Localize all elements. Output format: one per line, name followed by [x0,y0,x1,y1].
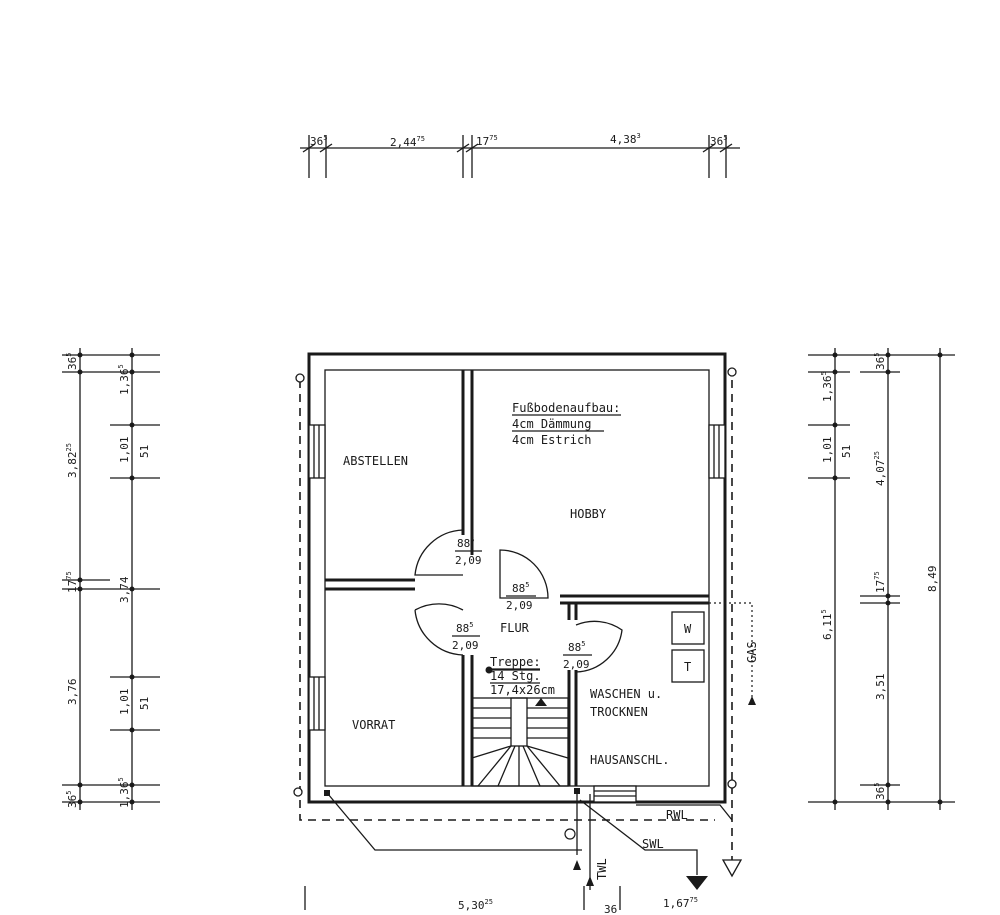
dim-left-inner-7: 1,365 [117,777,131,808]
dim-left-outer-2: 3,8225 [65,443,79,478]
stair-size: 17,4x26cm [490,683,555,697]
floor-note-title: Fußbodenaufbau: [512,401,620,415]
door-swings [414,529,623,673]
stair-title: Treppe: [490,655,541,669]
dim-top-2: 2,4475 [390,135,425,149]
svg-text:2,09: 2,09 [506,599,533,612]
right-dimension-chain: 1,365 1,01 51 6,115 365 4,0725 1775 3,51… [808,348,955,810]
dim-left-outer-1: 365 [65,353,79,370]
dim-bottom-2: 36 [604,903,617,915]
dim-right-inner-4: 6,115 [820,609,834,640]
dim-left-inner-6: 51 [138,697,151,710]
door-labels: 885 2,09 885 2,09 885 2,09 885 2,09 [452,536,592,671]
dim-right-outer-4: 3,51 [874,674,887,701]
door-label-hobby: 885 2,09 [506,581,536,612]
twl-label: TWL [595,858,609,880]
dim-top-5: 365 [710,134,727,148]
dim-top-1: 365 [310,134,327,148]
dim-right-outer-6: 8,49 [926,566,939,593]
floor-buildup-note: Fußbodenaufbau: 4cm Dämmung 4cm Estrich [512,401,621,447]
dim-left-inner-2: 1,01 [118,437,131,464]
dim-left-inner-5: 1,01 [118,689,131,716]
dim-left-outer-4: 3,76 [66,679,79,706]
utility-lines: GAS RWL SWL TWL [324,602,759,890]
dim-right-outer-5: 365 [873,783,887,800]
svg-text:885: 885 [512,581,529,595]
left-dimension-chain: 365 3,8225 1775 3,76 365 1,365 1,01 51 3… [62,348,160,810]
dryer-box [671,649,705,683]
dim-bottom-3: 1,6775 [663,896,698,910]
stair-note: Treppe: 14 Stg. 17,4x26cm [490,655,555,697]
room-label-trocknen: TROCKNEN [590,705,648,719]
svg-text:885: 885 [456,621,473,635]
washer-label: W [684,622,692,636]
staircase [471,666,569,787]
bottom-dimension-chain: 5,3025 36 1,6775 [304,886,698,915]
dim-top-4: 4,383 [610,132,641,146]
svg-text:2,09: 2,09 [452,639,479,652]
door-label-waschen: 885 2,09 [563,640,592,671]
gas-label: GAS [745,641,759,663]
dim-left-inner-1: 1,365 [117,364,131,395]
room-label-vorrat: VORRAT [352,718,395,732]
room-label-waschen: WASCHEN u. [590,687,662,701]
dim-right-inner-3: 51 [840,445,853,458]
stair-steps: 14 Stg. [490,669,541,683]
dim-left-outer-5: 365 [65,791,79,808]
dim-left-inner-4: 3,74 [118,576,131,603]
dim-right-outer-3: 1775 [873,571,887,593]
washer-box [671,611,705,645]
room-label-abstellen: ABSTELLEN [343,454,408,468]
rwl-label: RWL [666,808,688,822]
dim-left-inner-3: 51 [138,445,151,458]
dim-right-outer-1: 365 [873,353,887,370]
dim-right-inner-2: 1,01 [821,437,834,464]
room-label-flur: FLUR [500,621,530,635]
svg-text:885: 885 [457,536,474,550]
dim-bottom-1: 5,3025 [458,898,493,912]
appliances: W T [671,611,705,683]
swl-label: SWL [642,837,664,851]
svg-text:2,09: 2,09 [455,554,482,567]
floor-note-line2: 4cm Estrich [512,433,591,447]
dim-left-outer-3: 1775 [65,571,79,593]
dim-right-outer-2: 4,0725 [873,451,887,486]
door-label-vorrat: 885 2,09 [452,621,480,652]
top-dimension-chain: 365 2,4475 1775 4,383 365 [300,132,740,178]
svg-text:885: 885 [568,640,585,654]
room-label-hausanschl: HAUSANSCHL. [590,753,669,767]
dim-right-inner-1: 1,365 [820,371,834,402]
dim-top-3: 1775 [476,134,498,148]
room-label-hobby: HOBBY [570,507,607,521]
dryer-label: T [684,660,691,674]
windows [308,424,726,803]
door-label-abstellen: 885 2,09 [455,536,482,567]
floor-note-line1: 4cm Dämmung [512,417,591,431]
svg-text:2,09: 2,09 [563,658,590,671]
